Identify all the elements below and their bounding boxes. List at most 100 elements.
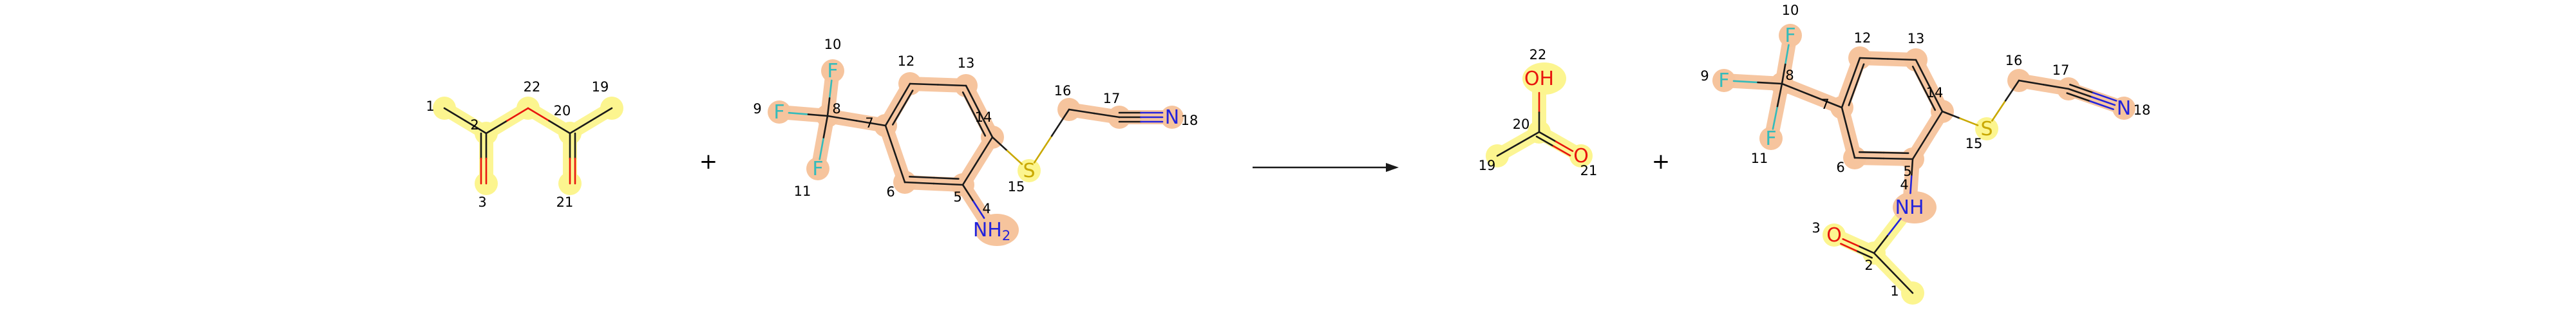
- acetic_acid-bond-20-21-secondb: [1552, 145, 1571, 156]
- acetanilide_product-atom-number-15: 15: [1965, 136, 1983, 151]
- aniline_reactant-atom-number-4: 4: [982, 201, 990, 216]
- acetic_acid-atom-label-22: OH: [1524, 68, 1554, 90]
- acetic_acid-atom-highlight-22: [1522, 62, 1566, 95]
- acetanilide_product-bond-17-18: [2067, 88, 2093, 98]
- aniline_reactant-atom-label-18: N: [1165, 106, 1179, 129]
- acetanilide_product-bond-15-16b: [2004, 79, 2020, 102]
- acetanilide_product-bond-5-4b: [1909, 175, 1913, 194]
- acetanilide_product-bond-16-17b: [2043, 84, 2070, 90]
- acetanilide_product-bond-12-13: [1859, 57, 1889, 60]
- acetic_acid-atom-highlight-21: [1569, 144, 1593, 167]
- acetanilide_product-atom-label-11: F: [1765, 128, 1776, 150]
- acetanilide_product-atom-number-11: 11: [1751, 151, 1768, 166]
- acetanilide_product-atom-highlight-9: [1712, 69, 1736, 92]
- acetanilide_product-atom-label-4: NH: [1895, 196, 1924, 219]
- bond-layer: [443, 44, 2117, 294]
- aniline_reactant-bond-9-8b: [807, 113, 829, 117]
- aniline_reactant-atom-number-5: 5: [953, 189, 961, 205]
- aniline_reactant-bond-14-5b: [961, 160, 979, 186]
- aniline_reactant-bond-16-17b: [1093, 112, 1121, 118]
- acetanilide_product-bond-2-3-second: [1855, 250, 1873, 259]
- acetic_anhydride-atom-number-20: 20: [554, 103, 571, 118]
- reaction-arrow: [1253, 163, 1399, 172]
- aniline_reactant-bond-14-15b: [1006, 149, 1023, 166]
- aniline_reactant-bond-16-17: [1068, 108, 1095, 115]
- aniline_reactant-bond-7-12-innerb: [902, 90, 914, 109]
- aniline_reactant-atom-number-9: 9: [753, 101, 761, 117]
- acetic_acid-bond-20-21: [1538, 131, 1557, 143]
- aniline_reactant-bond-12-13b: [937, 84, 967, 87]
- acetanilide_product-bond-2-3: [1857, 245, 1875, 254]
- aniline_reactant-bond-8-7b: [855, 120, 887, 127]
- aniline_reactant-atom-label-10: F: [827, 60, 838, 82]
- acetanilide_product-bond-2-3-secondb: [1840, 243, 1857, 252]
- acetic_anhydride-atom-number-22: 22: [524, 79, 541, 95]
- acetanilide_product-bond-7-12-inner: [1848, 84, 1857, 106]
- acetanilide_product-atom-number-1: 1: [1890, 283, 1899, 299]
- acetic_anhydride-atom-number-19: 19: [592, 79, 609, 95]
- aniline_reactant-atom-number-6: 6: [886, 184, 895, 200]
- acetic_acid-bond-20-21-second: [1535, 135, 1555, 147]
- acetanilide_product-atom-number-10: 10: [1782, 3, 1799, 18]
- acetic_anhydride-atom-number-1: 1: [426, 99, 434, 114]
- acetanilide_product-bond-8-7: [1781, 82, 1813, 97]
- acetic_anhydride-bond-20-19b: [590, 107, 613, 122]
- aniline_reactant-atom-number-12: 12: [898, 53, 915, 69]
- aniline_reactant-bond-14-5: [976, 136, 994, 162]
- aniline_reactant-atom-number-11: 11: [794, 184, 811, 199]
- acetic_anhydride-bond-22-20b: [548, 120, 571, 135]
- acetic_acid-atom-number-21: 21: [1580, 163, 1598, 178]
- acetanilide_product-bond-7-12b: [1850, 57, 1861, 84]
- acetanilide_product-atom-label-9: F: [1718, 70, 1729, 92]
- acetanilide_product-bond-11-8: [1772, 105, 1779, 130]
- acetanilide_product-atom-number-8: 8: [1785, 68, 1794, 83]
- acetanilide_product-atom-number-14: 14: [1926, 85, 1944, 100]
- acetanilide_product-bond-6-7b: [1841, 106, 1850, 134]
- acetanilide_product-bond-12-13b: [1887, 58, 1917, 61]
- acetanilide_product-bond-17-18-t2b: [2092, 91, 2117, 102]
- aniline_reactant-atom-number-7: 7: [865, 115, 873, 131]
- acetic_acid-atom-label-21: O: [1573, 145, 1589, 167]
- acetic_acid-bond-20-19b: [1496, 143, 1519, 157]
- acetanilide_product-bond-13-14-inner: [1911, 66, 1925, 90]
- acetanilide_product-atom-label-3: O: [1826, 224, 1842, 247]
- aniline_reactant-atom-label-4: NH2: [973, 219, 1010, 243]
- acetanilide_product-bond-7-12: [1841, 82, 1852, 109]
- acetanilide_product-atom-number-6: 6: [1836, 160, 1844, 175]
- aniline_reactant-atom-label-11: F: [812, 158, 823, 180]
- aniline_reactant-bond-13-14-inner: [961, 91, 975, 115]
- aniline_reactant-bond-6-7: [894, 153, 906, 184]
- acetanilide_product-atom-number-13: 13: [1908, 31, 1925, 46]
- acetanilide_product-bond-17-18-t1: [2066, 92, 2091, 102]
- acetic_acid-bond-20-21b: [1555, 140, 1574, 152]
- acetanilide_product-bond-17-18b: [2090, 96, 2116, 106]
- aniline_reactant-atom-highlight-11: [806, 157, 829, 180]
- acetanilide_product-atom-highlight-10: [1779, 24, 1802, 47]
- aniline_reactant-atom-number-13: 13: [958, 55, 975, 71]
- aniline_reactant-bond-11-8: [819, 137, 825, 160]
- acetanilide_product-bond-15-16: [1991, 99, 2007, 122]
- acetic_anhydride-bond-1-2: [443, 107, 466, 122]
- acetic_anhydride-atom-number-21: 21: [556, 194, 574, 210]
- acetanilide_product-atom-number-4: 4: [1900, 177, 1908, 193]
- plus-sign-2: +: [1652, 149, 1671, 175]
- acetanilide_product-atom-number-12: 12: [1854, 30, 1871, 46]
- aniline_reactant-bond-5-6b: [904, 181, 935, 185]
- acetanilide_product-atom-number-2: 2: [1864, 258, 1873, 273]
- acetic_anhydride-bond-22-20: [527, 107, 550, 122]
- acetanilide_product-atom-number-7: 7: [1821, 97, 1829, 112]
- aniline_reactant-atom-number-10: 10: [824, 37, 842, 52]
- acetanilide_product-bond-10-8b: [1781, 63, 1786, 85]
- aniline_reactant-atom-highlight-9: [768, 100, 791, 124]
- acetanilide_product-bond-16-17: [2018, 79, 2045, 86]
- aniline_reactant-bond-7-12: [884, 104, 899, 127]
- aniline_reactant-bond-7-12b: [896, 82, 911, 106]
- acetanilide_product-atom-number-16: 16: [2005, 53, 2023, 68]
- aniline_reactant-bond-11-8b: [822, 115, 829, 138]
- aniline_reactant-atom-highlight-10: [821, 59, 844, 82]
- acetanilide_product-bond-9-8: [1732, 80, 1759, 84]
- acetic_anhydride-bond-2-22b: [506, 107, 529, 122]
- acetanilide_product-atom-highlight-18: [2112, 97, 2136, 120]
- acetanilide_product-bond-14-15: [1941, 110, 1961, 120]
